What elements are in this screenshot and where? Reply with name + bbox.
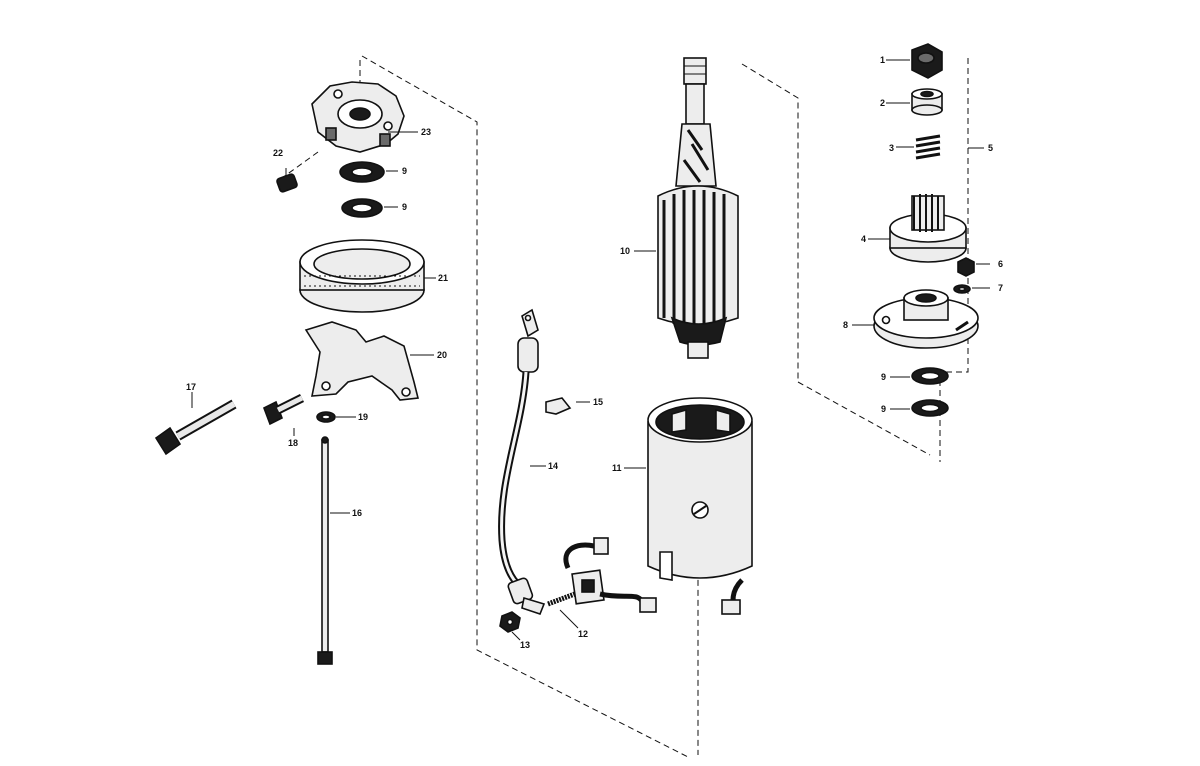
small-washer (953, 284, 971, 294)
washer-lower-left (341, 198, 383, 218)
callout-1: 1 (880, 55, 885, 65)
spacer (911, 88, 943, 116)
callout-11: 11 (612, 463, 622, 473)
callout-14: 14 (548, 461, 558, 471)
brush-plate (311, 81, 405, 153)
field-frame-housing (647, 397, 753, 615)
callout-21: 21 (438, 273, 448, 283)
callout-6: 6 (998, 259, 1003, 269)
callout-12: 12 (578, 629, 588, 639)
callout-10: 10 (620, 246, 630, 256)
lock-washer (316, 411, 336, 423)
spring (915, 134, 941, 160)
armature (657, 57, 739, 359)
callout-22: 22 (273, 148, 283, 158)
cable-clip (545, 397, 572, 415)
callout-4: 4 (861, 234, 866, 244)
callout-19: 19 (358, 412, 368, 422)
long-bolt (154, 399, 237, 456)
callout-5: 5 (988, 143, 993, 153)
callout-16: 16 (352, 508, 362, 518)
terminal-nut (499, 611, 521, 633)
callout-9-right-lower: 9 (881, 404, 886, 414)
callout-7: 7 (998, 283, 1003, 293)
callout-labels: 1 2 3 4 5 6 7 8 9 9 9 9 10 11 12 13 14 1… (186, 55, 1003, 650)
callout-18: 18 (288, 438, 298, 448)
set-screw (276, 173, 298, 193)
cap-nut (911, 43, 943, 79)
callout-17: 17 (186, 382, 196, 392)
short-bolt (262, 393, 305, 426)
callout-3: 3 (889, 143, 894, 153)
callout-9-left-upper: 9 (402, 166, 407, 176)
cable-lead (498, 308, 546, 615)
drive-end-cap (873, 289, 979, 349)
callout-8: 8 (843, 320, 848, 330)
washer-upper-left (339, 161, 385, 183)
callout-13: 13 (520, 640, 530, 650)
mounting-bracket (304, 321, 419, 401)
washer-lower-right (911, 399, 949, 417)
callout-15: 15 (593, 397, 603, 407)
washer-upper-right (911, 367, 949, 385)
callout-2: 2 (880, 98, 885, 108)
brush-terminal-assembly (547, 537, 657, 613)
commutator-end-ring (299, 239, 425, 313)
leader-lines (191, 59, 990, 641)
callout-20: 20 (437, 350, 447, 360)
small-nut (957, 257, 975, 277)
callout-9-left-lower: 9 (402, 202, 407, 212)
callout-23: 23 (421, 127, 431, 137)
drive-pinion (889, 194, 967, 263)
callout-9-right-upper: 9 (881, 372, 886, 382)
through-bolt (317, 436, 333, 665)
assembly-guide-lines (281, 55, 969, 759)
